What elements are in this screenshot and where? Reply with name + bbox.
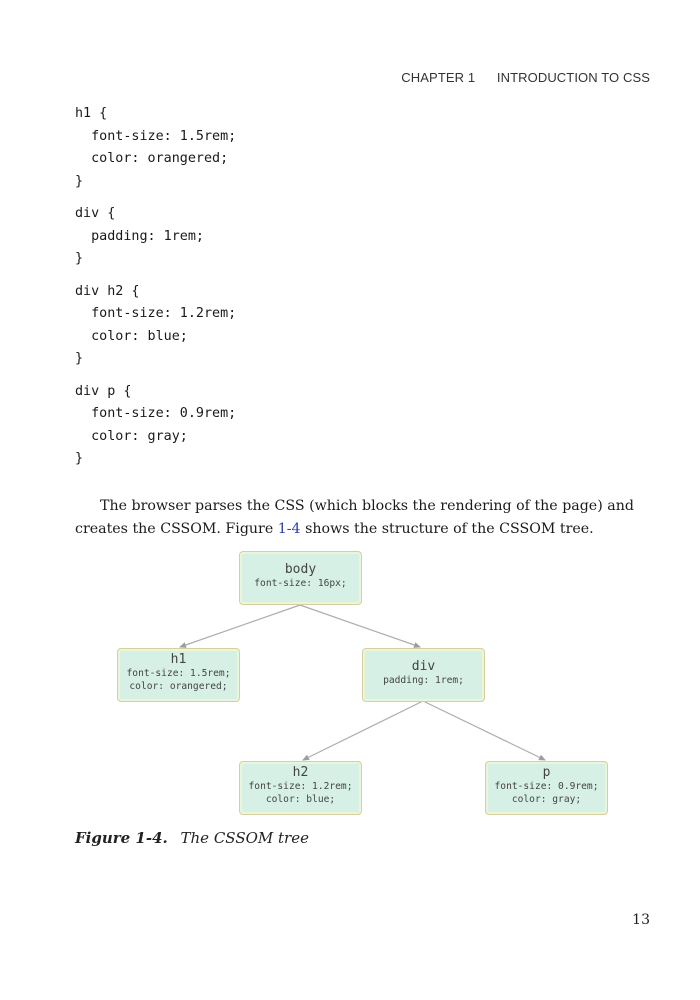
- code-line: color: blue;: [75, 328, 188, 344]
- chapter-title: INTRODUCTION TO CSS: [496, 70, 650, 85]
- figure-caption-text: The CSSOM tree: [180, 829, 309, 847]
- code-line: font-size: 1.5rem;: [75, 128, 237, 144]
- code-block-div-h2: div h2 { font-size: 1.2rem; color: blue;…: [75, 281, 236, 371]
- code-block-div: div { padding: 1rem; }: [75, 203, 236, 271]
- figure-caption-label: Figure 1-4.: [75, 829, 168, 847]
- node-property: color: orangered;: [129, 681, 228, 692]
- code-block-h1: h1 { font-size: 1.5rem; color: orangered…: [75, 103, 236, 193]
- tree-node-p: p font-size: 0.9rem; color: gray;: [485, 761, 608, 815]
- code-line: }: [75, 351, 84, 366]
- edge-body-h1: [179, 604, 301, 648]
- tree-node-h1: h1 font-size: 1.5rem; color: orangered;: [117, 648, 240, 702]
- code-line: font-size: 0.9rem;: [75, 406, 237, 421]
- code-line: color: orangered;: [75, 151, 229, 166]
- tree-node-h2: h2 font-size: 1.2rem; color: blue;: [239, 761, 362, 815]
- edge-div-p: [422, 700, 546, 761]
- code-line: }: [75, 451, 84, 466]
- node-property: padding: 1rem;: [383, 675, 464, 686]
- figure-link[interactable]: 1-4: [277, 521, 301, 538]
- code-line: div p {: [75, 383, 132, 399]
- code-line: padding: 1rem;: [75, 228, 204, 244]
- node-title: div: [411, 659, 436, 674]
- node-title: h1: [170, 652, 187, 667]
- code-listing: h1 { font-size: 1.5rem; color: orangered…: [75, 103, 236, 481]
- edge-body-div: [299, 604, 421, 648]
- code-block-div-p: div p { font-size: 0.9rem; color: gray; …: [75, 381, 236, 471]
- node-title: body: [284, 562, 317, 577]
- node-property: font-size: 1.5rem;: [126, 668, 231, 679]
- figure-caption: Figure 1-4. The CSSOM tree: [75, 829, 309, 847]
- node-property: color: gray;: [511, 794, 582, 805]
- node-property: font-size: 0.9rem;: [494, 781, 599, 792]
- node-property: font-size: 16px;: [254, 578, 347, 589]
- node-property: color: blue;: [265, 794, 336, 805]
- tree-node-body: body font-size: 16px;: [239, 551, 362, 605]
- code-line: h1 {: [75, 106, 108, 121]
- node-property: font-size: 1.2rem;: [248, 781, 353, 792]
- edge-div-h2: [302, 700, 424, 761]
- node-title: h2: [292, 765, 309, 780]
- running-header: CHAPTER 1 INTRODUCTION TO CSS: [401, 70, 650, 85]
- page-number: 13: [632, 912, 650, 928]
- code-line: }: [75, 173, 84, 189]
- code-line: div {: [75, 206, 116, 221]
- code-line: font-size: 1.2rem;: [75, 306, 237, 321]
- code-line: color: gray;: [75, 428, 188, 444]
- node-title: p: [542, 765, 551, 780]
- paragraph-text-end: shows the structure of the CSSOM tree.: [300, 521, 594, 538]
- chapter-label: CHAPTER 1: [401, 70, 476, 85]
- code-line: }: [75, 251, 84, 266]
- tree-node-div: div padding: 1rem;: [362, 648, 485, 702]
- paragraph-text-start: The browser parses the CSS (which blocks…: [75, 498, 634, 538]
- body-paragraph: The browser parses the CSS (which blocks…: [75, 495, 653, 541]
- code-line: div h2 {: [75, 283, 140, 299]
